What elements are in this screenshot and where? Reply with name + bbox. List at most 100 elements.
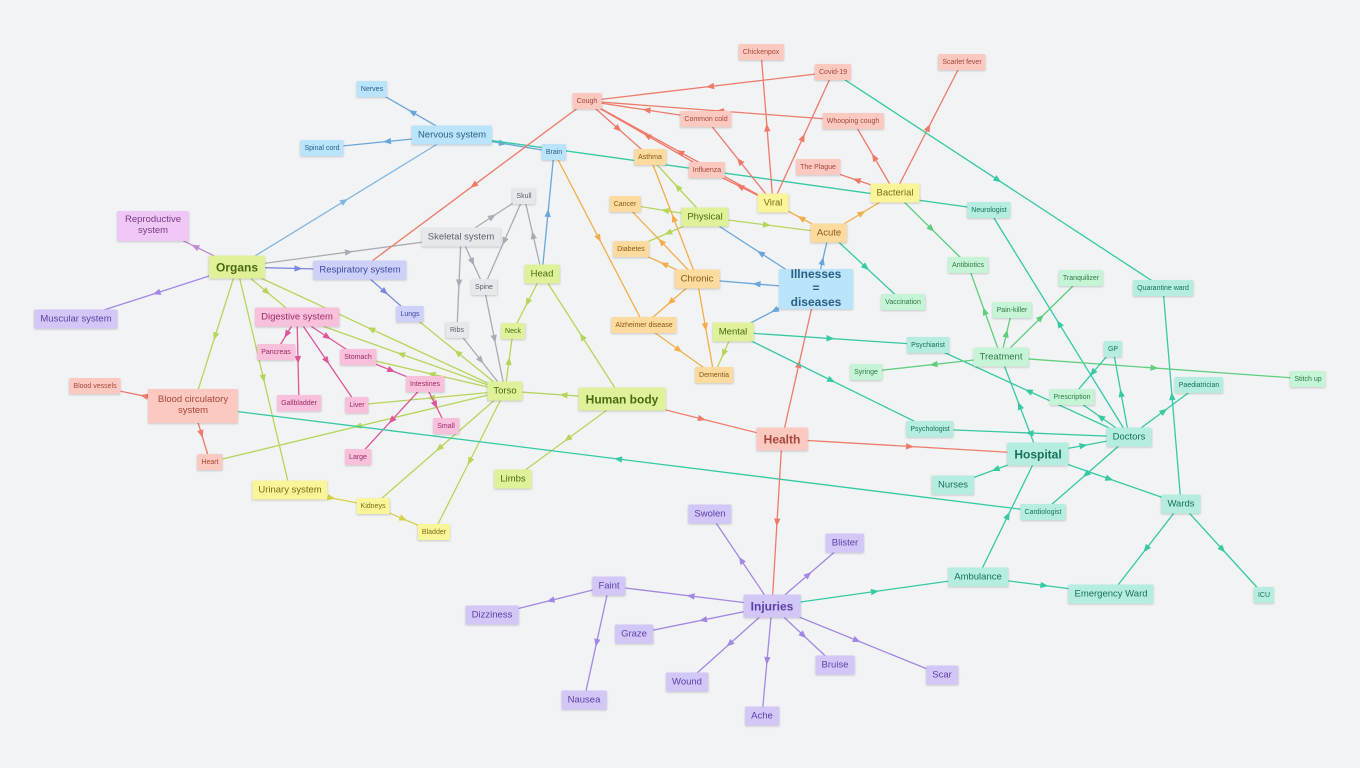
node-scarlet-fever[interactable]: Scarlet fever <box>938 54 986 70</box>
arrowhead-viral-chickenpox <box>764 123 771 132</box>
node-chickenpox[interactable]: Chickenpox <box>738 44 784 60</box>
node-whooping-cough[interactable]: Whooping cough <box>822 113 884 129</box>
node-human-body[interactable]: Human body <box>578 387 666 411</box>
node-mental[interactable]: Mental <box>712 322 754 342</box>
node-nerves[interactable]: Nerves <box>356 81 388 97</box>
node-scar[interactable]: Scar <box>926 665 958 685</box>
node-chronic[interactable]: Chronic <box>674 269 720 289</box>
node-blood-circulatory-system[interactable]: Blood circulatory system <box>148 389 238 423</box>
node-cough[interactable]: Cough <box>572 93 602 109</box>
node-gp[interactable]: GP <box>1103 341 1123 357</box>
node-ambulance[interactable]: Ambulance <box>948 567 1008 587</box>
node-small[interactable]: Small <box>433 418 459 434</box>
arrowhead-skeletal_system-ribs <box>455 279 463 288</box>
node-common-cold[interactable]: Common cold <box>680 111 732 127</box>
node-gallbladder[interactable]: Gallbladder <box>277 395 321 411</box>
node-nausea[interactable]: Nausea <box>561 690 607 710</box>
node-prescription[interactable]: Prescription <box>1049 389 1095 405</box>
node-stitch-up[interactable]: Stitch up <box>1290 371 1326 387</box>
arrowhead-human_body-health <box>697 414 706 422</box>
node-injuries[interactable]: Injuries <box>743 594 801 618</box>
node-muscular-system[interactable]: Muscular system <box>34 309 118 329</box>
node-limbs[interactable]: Limbs <box>494 469 532 489</box>
node-blister[interactable]: Blister <box>825 533 865 553</box>
node-neck[interactable]: Neck <box>501 323 525 339</box>
node-bladder[interactable]: Bladder <box>417 524 451 540</box>
node-doctors[interactable]: Doctors <box>1106 427 1152 447</box>
arrowhead-spine-torso <box>490 334 497 343</box>
node-respiratory-system[interactable]: Respiratory system <box>313 260 407 280</box>
node-torso[interactable]: Torso <box>487 381 523 401</box>
node-cancer[interactable]: Cancer <box>609 196 641 212</box>
node-ribs[interactable]: Ribs <box>445 322 469 338</box>
node-wards[interactable]: Wards <box>1161 494 1201 514</box>
node-pain-killer[interactable]: Pain-killer <box>992 302 1032 318</box>
node-organs[interactable]: Organs <box>208 255 266 279</box>
node-lungs[interactable]: Lungs <box>396 306 424 322</box>
node-ache[interactable]: Ache <box>745 706 779 726</box>
arrowhead-ambulance-hospital <box>1003 511 1010 521</box>
node-reproductive-system[interactable]: Reproductive system <box>117 211 189 241</box>
node-treatment[interactable]: Treatment <box>973 347 1029 367</box>
node-large[interactable]: Large <box>345 449 371 465</box>
node-psychologist[interactable]: Psychologist <box>906 421 954 437</box>
node-blood-vessels[interactable]: Blood vessels <box>69 378 121 394</box>
node-dizziness[interactable]: Dizziness <box>465 605 519 625</box>
node-viral[interactable]: Viral <box>757 193 789 213</box>
node-emergency-ward[interactable]: Emergency Ward <box>1068 584 1154 604</box>
node-paediatrician[interactable]: Paediatrician <box>1174 377 1224 393</box>
node-cardiologist[interactable]: Cardiologist <box>1020 504 1066 520</box>
arrowhead-mental-psychologist <box>826 375 836 383</box>
node-acute[interactable]: Acute <box>810 223 848 243</box>
node-kidneys[interactable]: Kidneys <box>356 498 390 514</box>
node-graze[interactable]: Graze <box>615 624 653 644</box>
node-illnesses[interactable]: Illnesses = diseases <box>779 267 853 309</box>
node-tranquilizer[interactable]: Tranquilizer <box>1058 270 1104 286</box>
node-swolen[interactable]: Swolen <box>688 504 732 524</box>
node-urinary-system[interactable]: Urinary system <box>252 480 328 500</box>
node-covid[interactable]: Covid-19 <box>814 64 852 80</box>
node-physical[interactable]: Physical <box>681 207 729 227</box>
arrowhead-chronic-dementia <box>701 322 708 331</box>
node-brain[interactable]: Brain <box>541 144 567 160</box>
node-antibiotics[interactable]: Antibiotics <box>948 257 988 273</box>
node-syringe[interactable]: Syringe <box>850 364 882 380</box>
node-quarantine-ward[interactable]: Quarantine ward <box>1133 280 1193 296</box>
node-icu[interactable]: ICU <box>1253 587 1275 603</box>
node-diabetes[interactable]: Diabetes <box>613 241 649 257</box>
node-intestines[interactable]: Intestines <box>406 376 444 392</box>
arrowhead-acute-vaccination <box>860 262 869 271</box>
arrowhead-treatment-stitch_up <box>1150 364 1159 371</box>
node-bacterial[interactable]: Bacterial <box>870 183 920 203</box>
node-dementia[interactable]: Dementia <box>695 367 733 383</box>
node-pancreas[interactable]: Pancreas <box>257 344 295 360</box>
arrowhead-blood_circulatory_system-blood_vessels <box>140 393 149 400</box>
node-bruise[interactable]: Bruise <box>815 655 855 675</box>
node-influenza[interactable]: Influenza <box>688 162 726 178</box>
node-neurologist[interactable]: Neurologist <box>967 202 1011 218</box>
node-hospital[interactable]: Hospital <box>1007 442 1069 466</box>
node-faint[interactable]: Faint <box>592 576 626 596</box>
node-heart[interactable]: Heart <box>197 454 223 470</box>
node-the-plague[interactable]: The Plague <box>796 159 840 175</box>
node-spine[interactable]: Spine <box>471 279 497 295</box>
arrowhead-doctors-psychiatrist <box>1024 389 1034 396</box>
node-skull[interactable]: Skull <box>512 188 536 204</box>
arrowhead-mental-psychiatrist <box>826 335 835 342</box>
node-nurses[interactable]: Nurses <box>931 475 975 495</box>
node-stomach[interactable]: Stomach <box>340 349 376 365</box>
node-liver[interactable]: Liver <box>345 397 369 413</box>
node-vaccination[interactable]: Vaccination <box>881 294 925 310</box>
node-alzheimer[interactable]: Alzheimer disease <box>611 317 677 333</box>
node-digestive-system[interactable]: Digestive system <box>255 307 339 327</box>
node-psychiatrist[interactable]: Psychiarist <box>907 337 949 353</box>
arrowhead-injuries-bruise <box>798 630 807 639</box>
node-wound[interactable]: Wound <box>666 672 708 692</box>
node-head[interactable]: Head <box>524 264 560 284</box>
node-asthma[interactable]: Asthma <box>634 149 666 165</box>
node-skeletal-system[interactable]: Skeletal system <box>421 227 501 247</box>
node-nervous-system[interactable]: Nervous system <box>411 125 493 145</box>
node-spinal-cord[interactable]: Spinal cord <box>300 140 344 156</box>
arrowhead-treatment-antibiotics <box>982 307 989 316</box>
node-health[interactable]: Health <box>756 427 808 451</box>
